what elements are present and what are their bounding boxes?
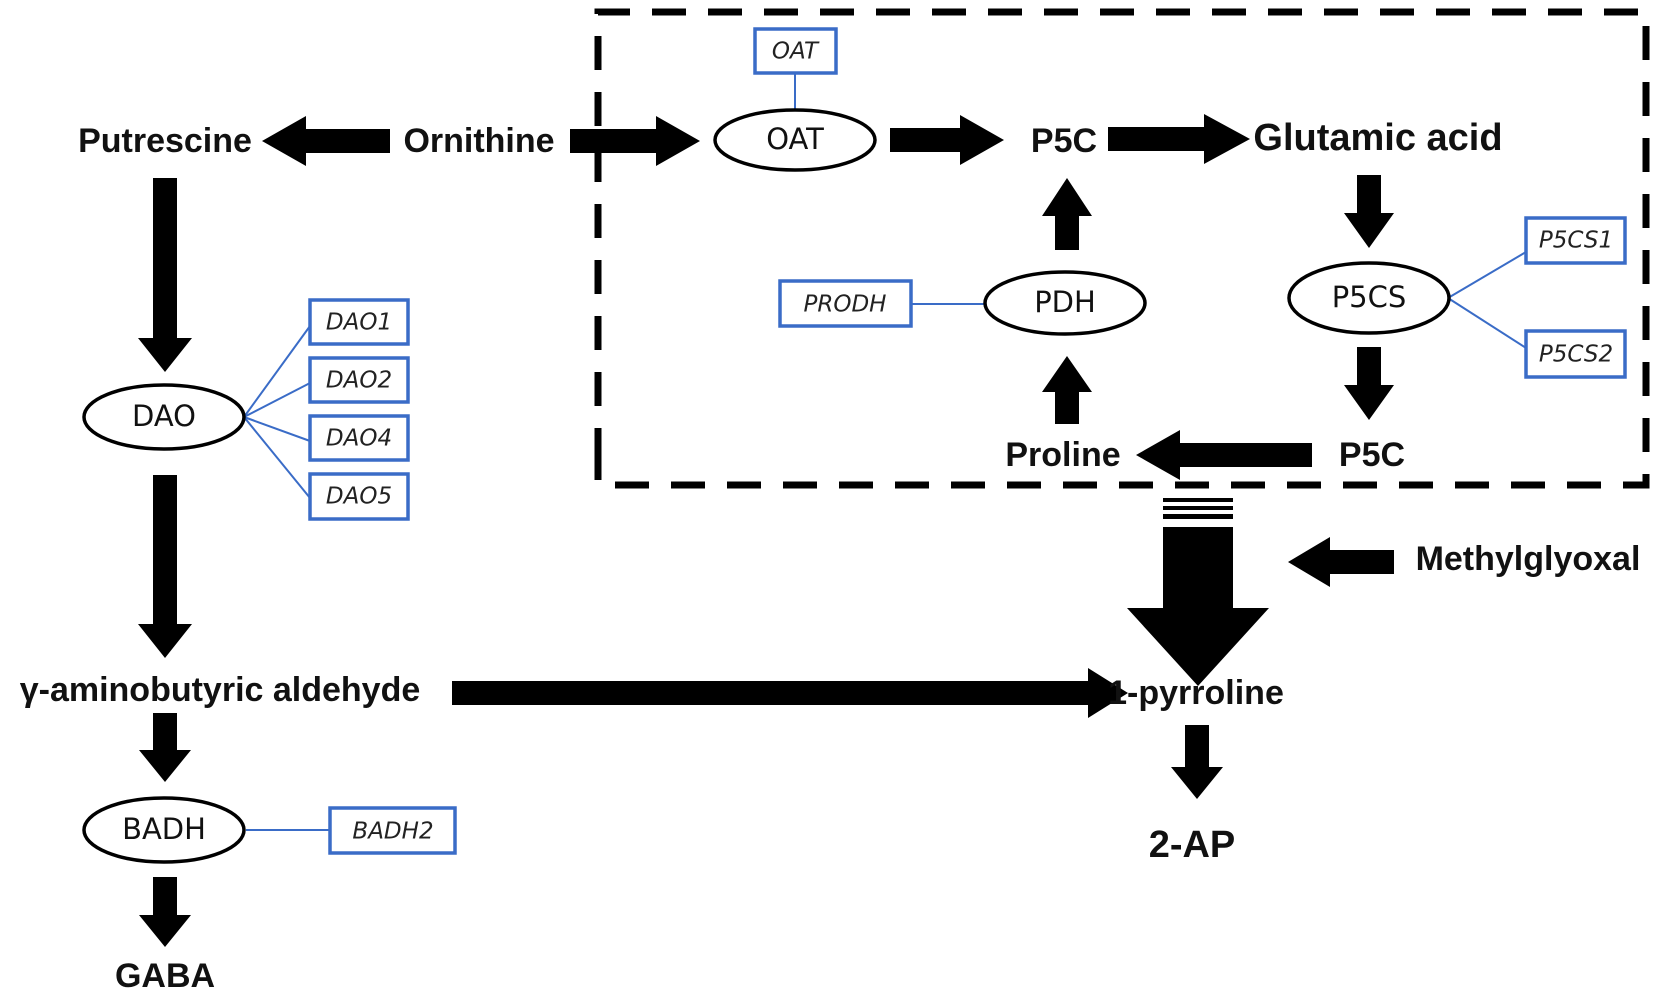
enzyme-p5cs: P5CS xyxy=(1287,261,1451,335)
gene-badh2-label: BADH2 xyxy=(352,819,433,845)
gene-box-dao1: DAO1 xyxy=(308,298,410,346)
gene-dao2-label: DAO2 xyxy=(326,368,392,394)
enzyme-pdh-label: PDH xyxy=(1034,285,1096,319)
gene-links xyxy=(243,73,1527,831)
arrow-proline-to-pdh xyxy=(1042,356,1092,424)
metabolite-p5c-bottom: P5C xyxy=(1339,436,1405,474)
metabolite-2-ap: 2-AP xyxy=(1149,824,1236,866)
arrow-stripe-1 xyxy=(1163,498,1233,502)
gene-box-p5cs2: P5CS2 xyxy=(1524,329,1627,379)
metabolite-methylglyoxal: Methylglyoxal xyxy=(1416,540,1641,578)
pathway-arrows xyxy=(138,114,1394,947)
enzyme-oat-label: OAT xyxy=(766,122,824,156)
link-dao2-gene xyxy=(243,382,311,418)
gene-box-dao5: DAO5 xyxy=(308,472,410,521)
gene-dao1-label: DAO1 xyxy=(326,310,392,336)
arrow-p5cs-to-p5c xyxy=(1344,347,1394,420)
arrow-oat-to-p5c xyxy=(890,115,1004,165)
arrow-badh-to-gaba xyxy=(139,877,191,947)
gene-p5cs2-label: P5CS2 xyxy=(1539,342,1613,368)
metabolite-gaba: GABA xyxy=(115,957,215,995)
arrow-stripe-2 xyxy=(1163,506,1233,510)
arrow-ornithine-to-oat xyxy=(570,116,700,166)
metabolite-gamma-aminobutyric-aldehyde: γ-aminobutyric aldehyde xyxy=(20,671,421,709)
gene-box-prodh: PRODH xyxy=(778,279,913,328)
link-p5cs2-gene xyxy=(1447,297,1527,349)
arrow-p5c-to-proline xyxy=(1136,430,1312,480)
enzyme-dao: DAO xyxy=(82,383,246,451)
metabolite-putrescine: Putrescine xyxy=(78,122,252,160)
arrow-pdh-to-p5c xyxy=(1042,178,1092,250)
enzyme-oat: OAT xyxy=(713,108,877,172)
gene-box-p5cs1: P5CS1 xyxy=(1524,216,1627,265)
gene-box-dao4: DAO4 xyxy=(308,414,410,462)
metabolite-p5c-top: P5C xyxy=(1031,122,1097,160)
enzyme-p5cs-label: P5CS xyxy=(1332,280,1407,314)
link-p5cs1-gene xyxy=(1447,251,1527,299)
gene-dao4-label: DAO4 xyxy=(326,426,392,452)
arrow-1-pyrroline-to-2-ap xyxy=(1171,725,1223,799)
gene-p5cs1-label: P5CS1 xyxy=(1539,228,1613,254)
metabolite-labels: Putrescine Ornithine P5C Glutamic acid P… xyxy=(20,117,1641,995)
arrow-dao-to-aldehyde xyxy=(138,475,192,658)
metabolite-1-pyrroline: 1-pyrroline xyxy=(1108,674,1284,712)
arrow-methylglyoxal xyxy=(1288,537,1394,587)
link-dao4-gene xyxy=(243,416,311,442)
arrow-glutamic-acid-to-p5cs xyxy=(1344,175,1394,248)
link-dao1-gene xyxy=(243,325,311,418)
enzyme-dao-label: DAO xyxy=(132,399,196,433)
link-dao5-gene xyxy=(243,416,311,499)
gene-box-badh2: BADH2 xyxy=(328,806,457,855)
arrow-aldehyde-to-badh xyxy=(139,713,191,782)
arrow-p5c-to-glutamic-acid xyxy=(1108,114,1250,164)
arrow-p5c-to-1-pyrroline xyxy=(1127,527,1269,686)
gene-box-oat: OAT xyxy=(753,27,838,75)
enzyme-badh-label: BADH xyxy=(122,812,206,846)
arrow-stripe-3 xyxy=(1163,514,1233,519)
arrow-putrescine-to-dao xyxy=(138,178,192,372)
metabolite-glutamic-acid: Glutamic acid xyxy=(1253,117,1502,159)
gene-box-dao2: DAO2 xyxy=(308,356,410,404)
arrow-ornithine-to-putrescine xyxy=(262,116,390,166)
enzyme-pdh: PDH xyxy=(983,270,1147,336)
gene-dao5-label: DAO5 xyxy=(326,484,392,510)
enzyme-badh: BADH xyxy=(82,796,246,864)
metabolite-proline: Proline xyxy=(1005,436,1120,474)
metabolite-ornithine: Ornithine xyxy=(403,122,554,160)
proline-cycle-region xyxy=(594,8,1650,489)
gene-prodh-label: PRODH xyxy=(804,292,887,318)
arrow-aldehyde-to-1-pyrroline xyxy=(452,668,1128,718)
gene-oat-label: OAT xyxy=(772,39,820,65)
